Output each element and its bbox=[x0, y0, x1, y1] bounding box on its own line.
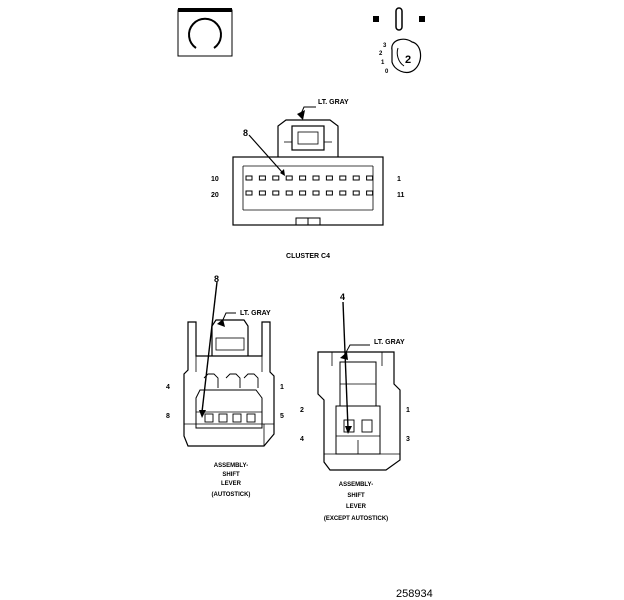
autostick-callout: 8 bbox=[214, 274, 219, 284]
autostick-pin-1: 1 bbox=[280, 384, 284, 391]
except-autostick-pin-1: 1 bbox=[406, 407, 410, 414]
scale-label-2: 2 bbox=[379, 51, 383, 57]
cluster-callout: 8 bbox=[243, 128, 248, 138]
cluster-pin-grid bbox=[245, 175, 374, 196]
cluster-pin bbox=[366, 190, 374, 196]
autostick-wire-label: LT. GRAY bbox=[240, 310, 271, 317]
cluster-pin bbox=[299, 175, 307, 181]
cluster-pin bbox=[258, 175, 266, 181]
scale-label-0: 0 bbox=[385, 69, 389, 75]
cluster-row-bottom-left: 20 bbox=[211, 192, 219, 199]
autostick-connector bbox=[183, 281, 275, 447]
cluster-pin bbox=[299, 190, 307, 196]
cluster-pin bbox=[312, 175, 320, 181]
cluster-row-bottom-right: 11 bbox=[397, 192, 405, 199]
cluster-pin bbox=[352, 190, 360, 196]
legend-symbols: 3 2 1 0 2 bbox=[373, 7, 425, 75]
autostick-caption-line-4: (AUTOSTICK) bbox=[212, 492, 251, 498]
scale-label-1: 1 bbox=[381, 60, 385, 66]
except-autostick-callout: 4 bbox=[340, 292, 345, 302]
cluster-pin bbox=[245, 175, 253, 181]
except-autostick-caption-line-4: (EXCEPT AUTOSTICK) bbox=[324, 516, 388, 522]
except-autostick-pin-3: 3 bbox=[406, 436, 410, 443]
terminal-icon bbox=[391, 38, 422, 74]
autostick-caption-line-3: LEVER bbox=[221, 481, 242, 487]
cluster-pin bbox=[272, 175, 280, 181]
autostick-pin-4: 4 bbox=[166, 384, 170, 391]
autostick-caption: ASSEMBLY- SHIFT LEVER (AUTOSTICK) bbox=[212, 463, 251, 498]
autostick-caption-line-2: SHIFT bbox=[222, 472, 240, 478]
figure-number: 258934 bbox=[396, 588, 433, 600]
cluster-pin bbox=[285, 190, 293, 196]
except-autostick-wire-label: LT. GRAY bbox=[374, 339, 405, 346]
cavity-number: 2 bbox=[405, 54, 411, 66]
cluster-pin bbox=[339, 190, 347, 196]
cluster-pin bbox=[285, 175, 293, 181]
cluster-pin bbox=[272, 190, 280, 196]
autostick-caption-line-1: ASSEMBLY- bbox=[214, 463, 248, 469]
cluster-title: CLUSTER C4 bbox=[286, 253, 330, 260]
except-autostick-pin-4: 4 bbox=[300, 436, 304, 443]
except-autostick-caption-line-2: SHIFT bbox=[347, 493, 365, 499]
connector-view-icon bbox=[177, 8, 233, 57]
cluster-row-top-right: 1 bbox=[397, 176, 401, 183]
except-autostick-pin-2: 2 bbox=[300, 407, 304, 414]
except-autostick-caption-line-1: ASSEMBLY- bbox=[339, 482, 373, 488]
except-autostick-caption-line-3: LEVER bbox=[346, 504, 367, 510]
cluster-c4-connector bbox=[232, 106, 384, 226]
cluster-wire-label: LT. GRAY bbox=[318, 99, 349, 106]
cluster-pin bbox=[325, 190, 333, 196]
autostick-pin-8: 8 bbox=[166, 413, 170, 420]
autostick-pin-5: 5 bbox=[280, 413, 284, 420]
cluster-pin bbox=[258, 190, 266, 196]
cluster-pin bbox=[312, 190, 320, 196]
cluster-pin bbox=[245, 190, 253, 196]
cluster-pin bbox=[366, 175, 374, 181]
cluster-pin bbox=[352, 175, 360, 181]
cluster-pin bbox=[339, 175, 347, 181]
cluster-pin bbox=[325, 175, 333, 181]
except-autostick-caption: ASSEMBLY- SHIFT LEVER (EXCEPT AUTOSTICK) bbox=[324, 482, 388, 522]
except-autostick-connector bbox=[317, 301, 401, 471]
scale-label-3: 3 bbox=[383, 43, 387, 49]
cluster-row-top-left: 10 bbox=[211, 176, 219, 183]
